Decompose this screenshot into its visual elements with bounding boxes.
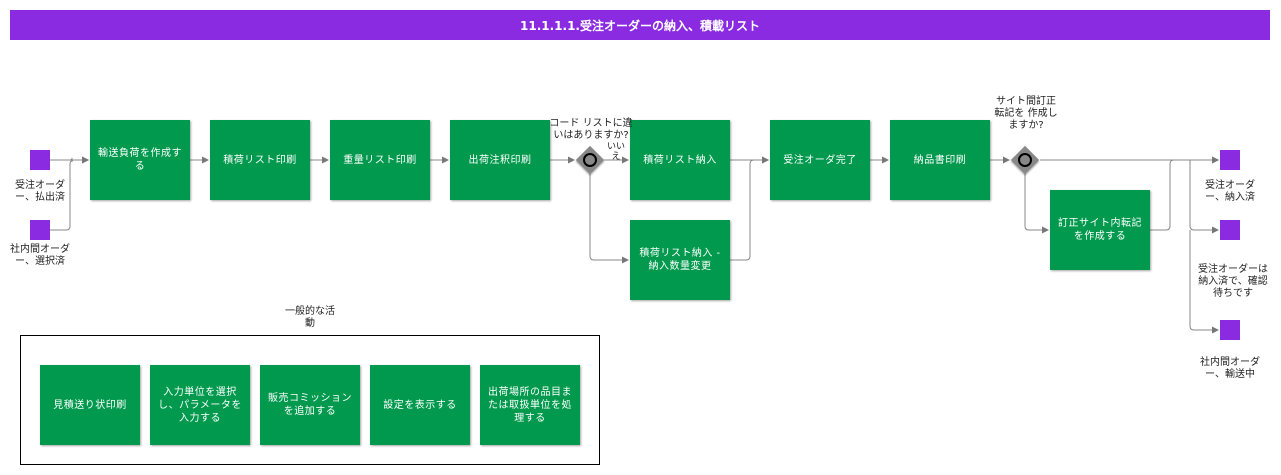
- end-event-sales-order-delivered-label: 受注オーダー、納入済: [1205, 180, 1255, 203]
- end-event-intercompany-in-transit-label: 社内間オーダー、輸送中: [1200, 357, 1260, 380]
- gateway-code-list-diff-no-label: いいえ: [606, 142, 625, 162]
- task-print-weight-list[interactable]: 重量リスト印刷: [330, 120, 430, 200]
- flow-to-end3: [1189, 230, 1219, 334]
- start-event-sales-order-label: 受注オーダー、払出済: [15, 180, 65, 203]
- start-event-intercompany-order-label: 社内間オーダー、選択済: [10, 244, 70, 267]
- task-add-sales-commission[interactable]: 販売コミッションを追加する: [260, 365, 360, 445]
- task-show-settings[interactable]: 設定を表示する: [370, 365, 470, 445]
- task-print-invoice[interactable]: 納品書印刷: [890, 120, 990, 200]
- task-print-packing-list[interactable]: 積荷リスト印刷: [210, 120, 310, 200]
- flow-g2-t9: [1024, 174, 1049, 234]
- task-create-shipment-load[interactable]: 輸送負荷を作成する: [90, 120, 190, 200]
- gateway-site-correction-ring-icon: [1018, 153, 1032, 167]
- gateway-code-list-diff-question: コード リストに違いはありますか?: [549, 118, 633, 141]
- task-print-quote-invoice[interactable]: 見積送り状印刷: [40, 365, 140, 445]
- end-event-intercompany-in-transit[interactable]: [1220, 320, 1240, 340]
- end-event-awaiting-confirmation[interactable]: [1220, 220, 1240, 240]
- task-deliver-packing-list[interactable]: 積荷リスト納入: [630, 120, 730, 200]
- flow-g1-t6: [589, 174, 629, 264]
- start-event-intercompany-order[interactable]: [30, 220, 50, 240]
- task-print-shipping-note[interactable]: 出荷注釈印刷: [450, 120, 550, 200]
- task-create-site-correction-transfer[interactable]: 訂正サイト内転記を作成する: [1050, 190, 1150, 270]
- flow-t9-end1: [1150, 156, 1219, 231]
- task-select-input-unit[interactable]: 入力単位を選択し、パラメータを入力する: [150, 365, 250, 445]
- task-deliver-packing-list-change-qty[interactable]: 積荷リスト納入 - 納入数量変更: [630, 220, 730, 300]
- common-activities-group: [20, 335, 600, 465]
- page-title: 11.1.1.1.受注オーダーの納入、積載リスト: [10, 10, 1270, 40]
- gateway-code-list-diff-ring-icon: [583, 153, 597, 167]
- gateway-site-correction-question: サイト間訂正転記を 作成しますか?: [994, 96, 1058, 131]
- group-label: 一般的な活動: [285, 306, 335, 329]
- start-event-sales-order[interactable]: [30, 150, 50, 170]
- flow-start2-t1: [50, 156, 89, 231]
- flow-t6-t7: [730, 156, 769, 261]
- end-event-awaiting-confirmation-label: 受注オーダーは納入済で、確認待ちです: [1198, 264, 1268, 299]
- flow-to-end2: [1189, 160, 1219, 234]
- task-process-shipping-location-items[interactable]: 出荷場所の品目または取扱単位を処理する: [480, 365, 580, 445]
- end-event-sales-order-delivered[interactable]: [1220, 150, 1240, 170]
- task-complete-sales-order[interactable]: 受注オーダ完了: [770, 120, 870, 200]
